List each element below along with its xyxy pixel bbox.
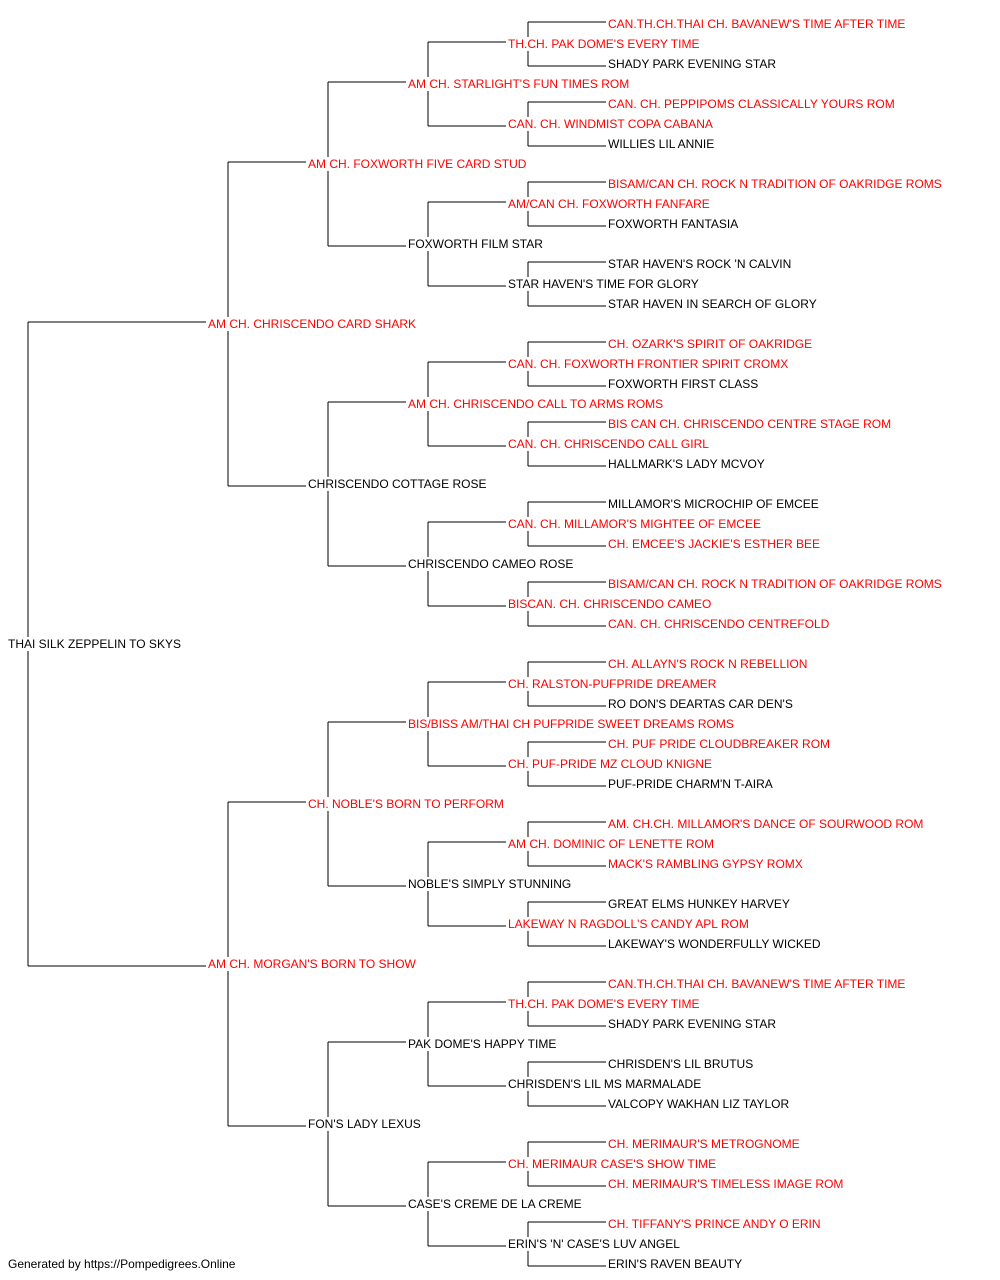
pedigree-node-gen4: CAN. CH. WINDMIST COPA CABANA bbox=[508, 117, 715, 131]
subject-name: THAI SILK ZEPPELIN TO SKYS bbox=[8, 637, 183, 651]
pedigree-node-gen5: PUF-PRIDE CHARM'N T-AIRA bbox=[608, 777, 775, 791]
pedigree-node-gen3: PAK DOME'S HAPPY TIME bbox=[408, 1037, 559, 1051]
pedigree-node-gen5: GREAT ELMS HUNKEY HARVEY bbox=[608, 897, 792, 911]
pedigree-node-gen5: BIS CAN CH. CHRISCENDO CENTRE STAGE ROM bbox=[608, 417, 894, 431]
pedigree-node-gen5: CAN. CH. CHRISCENDO CENTREFOLD bbox=[608, 617, 832, 631]
pedigree-node-gen2: FON'S LADY LEXUS bbox=[308, 1117, 423, 1131]
pedigree-node-gen5: ERIN'S RAVEN BEAUTY bbox=[608, 1257, 745, 1271]
pedigree-node-gen3: AM CH. CHRISCENDO CALL TO ARMS ROMS bbox=[408, 397, 666, 411]
pedigree-node-gen5: WILLIES LIL ANNIE bbox=[608, 137, 717, 151]
pedigree-node-gen4: CAN. CH. FOXWORTH FRONTIER SPIRIT CROMX bbox=[508, 357, 791, 371]
pedigree-node-gen5: CAN. CH. PEPPIPOMS CLASSICALLY YOURS ROM bbox=[608, 97, 897, 111]
pedigree-node-gen4: BISCAN. CH. CHRISCENDO CAMEO bbox=[508, 597, 714, 611]
pedigree-node-gen4: ERIN'S 'N' CASE'S LUV ANGEL bbox=[508, 1237, 682, 1251]
pedigree-node-gen5: RO DON'S DEARTAS CAR DEN'S bbox=[608, 697, 795, 711]
pedigree-node-gen5: CHRISDEN'S LIL BRUTUS bbox=[608, 1057, 756, 1071]
pedigree-node-gen5: CH. MERIMAUR'S METROGNOME bbox=[608, 1137, 802, 1151]
pedigree-node-gen4: CH. RALSTON-PUFPRIDE DREAMER bbox=[508, 677, 719, 691]
pedigree-node-gen3: FOXWORTH FILM STAR bbox=[408, 237, 545, 251]
pedigree-node-gen4: CAN. CH. MILLAMOR'S MIGHTEE OF EMCEE bbox=[508, 517, 763, 531]
pedigree-node-gen4: LAKEWAY N RAGDOLL'S CANDY APL ROM bbox=[508, 917, 751, 931]
pedigree-node-gen5: CAN.TH.CH.THAI CH. BAVANEW'S TIME AFTER … bbox=[608, 977, 908, 991]
pedigree-node-gen3: AM CH. STARLIGHT'S FUN TIMES ROM bbox=[408, 77, 632, 91]
pedigree-node-gen5: FOXWORTH FIRST CLASS bbox=[608, 377, 761, 391]
pedigree-node-gen4: CAN. CH. CHRISCENDO CALL GIRL bbox=[508, 437, 711, 451]
pedigree-node-gen5: VALCOPY WAKHAN LIZ TAYLOR bbox=[608, 1097, 792, 1111]
pedigree-node-gen5: CH. PUF PRIDE CLOUDBREAKER ROM bbox=[608, 737, 833, 751]
pedigree-node-gen5: CH. TIFFANY'S PRINCE ANDY O ERIN bbox=[608, 1217, 823, 1231]
pedigree-node-gen5: FOXWORTH FANTASIA bbox=[608, 217, 741, 231]
pedigree-node-gen5: CAN.TH.CH.THAI CH. BAVANEW'S TIME AFTER … bbox=[608, 17, 908, 31]
pedigree-node-gen5: SHADY PARK EVENING STAR bbox=[608, 57, 779, 71]
pedigree-node-gen2: CHRISCENDO COTTAGE ROSE bbox=[308, 477, 489, 491]
pedigree-node-gen4: STAR HAVEN'S TIME FOR GLORY bbox=[508, 277, 701, 291]
pedigree-node-gen4: AM/CAN CH. FOXWORTH FANFARE bbox=[508, 197, 712, 211]
pedigree-node-gen1: AM CH. MORGAN'S BORN TO SHOW bbox=[208, 957, 418, 971]
pedigree-node-gen5: CH. EMCEE'S JACKIE'S ESTHER BEE bbox=[608, 537, 822, 551]
pedigree-node-gen4: CHRISDEN'S LIL MS MARMALADE bbox=[508, 1077, 704, 1091]
pedigree-node-gen3: NOBLE'S SIMPLY STUNNING bbox=[408, 877, 574, 891]
pedigree-node-gen5: MACK'S RAMBLING GYPSY ROMX bbox=[608, 857, 805, 871]
pedigree-node-gen5: LAKEWAY'S WONDERFULLY WICKED bbox=[608, 937, 823, 951]
pedigree-node-gen5: HALLMARK'S LADY MCVOY bbox=[608, 457, 767, 471]
pedigree-node-gen5: MILLAMOR'S MICROCHIP OF EMCEE bbox=[608, 497, 821, 511]
pedigree-node-gen5: STAR HAVEN IN SEARCH OF GLORY bbox=[608, 297, 819, 311]
pedigree-node-gen5: CH. OZARK'S SPIRIT OF OAKRIDGE bbox=[608, 337, 815, 351]
pedigree-node-gen5: CH. MERIMAUR'S TIMELESS IMAGE ROM bbox=[608, 1177, 846, 1191]
pedigree-node-gen4: CH. MERIMAUR CASE'S SHOW TIME bbox=[508, 1157, 719, 1171]
pedigree-node-gen5: CH. ALLAYN'S ROCK N REBELLION bbox=[608, 657, 810, 671]
pedigree-node-gen3: CASE'S CREME DE LA CREME bbox=[408, 1197, 584, 1211]
generated-by-footer: Generated by https://Pompedigrees.Online bbox=[8, 1257, 236, 1271]
pedigree-node-gen5: BISAM/CAN CH. ROCK N TRADITION OF OAKRID… bbox=[608, 177, 944, 191]
pedigree-node-gen5: BISAM/CAN CH. ROCK N TRADITION OF OAKRID… bbox=[608, 577, 944, 591]
pedigree-node-gen2: AM CH. FOXWORTH FIVE CARD STUD bbox=[308, 157, 529, 171]
pedigree-node-gen3: CHRISCENDO CAMEO ROSE bbox=[408, 557, 576, 571]
pedigree-node-gen2: CH. NOBLE'S BORN TO PERFORM bbox=[308, 797, 506, 811]
pedigree-node-gen4: AM CH. DOMINIC OF LENETTE ROM bbox=[508, 837, 717, 851]
pedigree-node-gen4: TH.CH. PAK DOME'S EVERY TIME bbox=[508, 997, 702, 1011]
pedigree-node-gen1: AM CH. CHRISCENDO CARD SHARK bbox=[208, 317, 419, 331]
pedigree-node-gen4: CH. PUF-PRIDE MZ CLOUD KNIGNE bbox=[508, 757, 715, 771]
pedigree-node-gen5: SHADY PARK EVENING STAR bbox=[608, 1017, 779, 1031]
pedigree-node-gen4: TH.CH. PAK DOME'S EVERY TIME bbox=[508, 37, 702, 51]
pedigree-node-gen5: AM. CH.CH. MILLAMOR'S DANCE OF SOURWOOD … bbox=[608, 817, 926, 831]
pedigree-node-gen5: STAR HAVEN'S ROCK 'N CALVIN bbox=[608, 257, 794, 271]
pedigree-node-gen3: BIS/BISS AM/THAI CH PUFPRIDE SWEET DREAM… bbox=[408, 717, 736, 731]
